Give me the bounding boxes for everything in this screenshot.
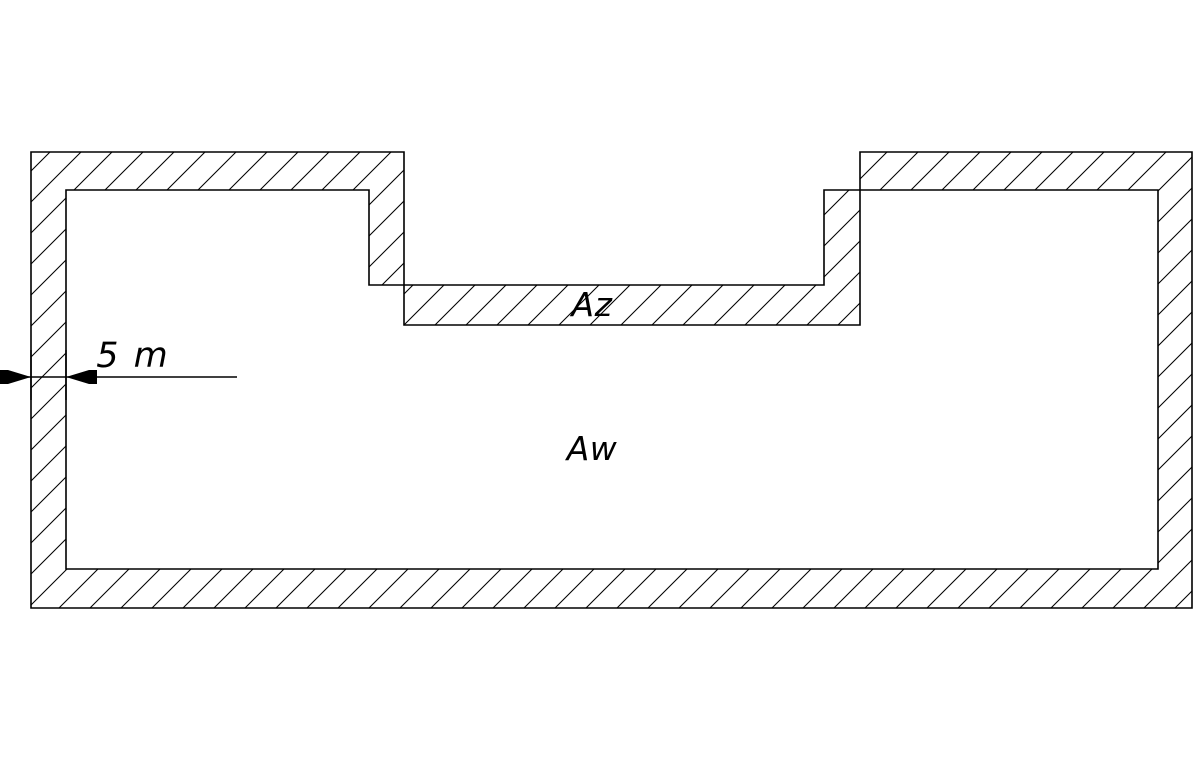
dimension-arrowhead-left [0,370,31,384]
wall-thickness-dimension-group: 5 m [0,336,237,400]
wall-thickness-label: 5 m [96,336,170,376]
dimension-arrowhead-right [66,370,97,384]
notch-area-label: Az [570,285,613,324]
main-area-label: Aw [565,429,618,468]
outer-boundary-outline [30,151,1193,609]
inner-cavity-outline [65,189,1159,570]
